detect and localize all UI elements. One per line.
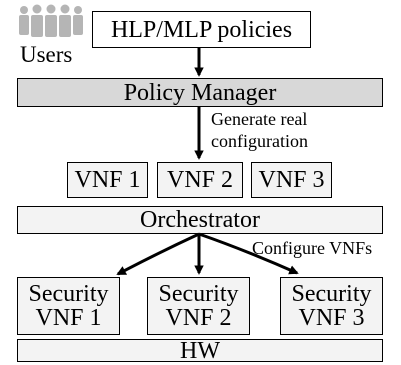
vnf-box-3: VNF 3 [251,162,332,198]
policy-manager-box: Policy Manager [17,78,383,107]
policies-box: HLP/MLP policies [92,11,311,48]
vnf-box-1: VNF 1 [67,162,148,198]
arrow-orchestrator-to-security-1 [116,232,200,276]
security-vnf-3-line2: VNF 3 [298,305,365,331]
security-vnf-box-1: Security VNF 1 [17,277,120,335]
security-vnf-box-2: Security VNF 2 [147,277,250,335]
security-vnf-1-line1: Security [28,281,109,307]
configure-vnfs-note: Configure VNFs [252,238,373,258]
vnf-label-3: VNF 3 [258,167,325,193]
security-vnf-2-line1: Security [158,281,239,307]
orchestrator-box: Orchestrator [17,206,383,234]
vnf-label-1: VNF 1 [74,167,141,193]
security-vnf-3-line1: Security [291,281,372,307]
policy-manager-label: Policy Manager [123,79,277,106]
security-vnf-2-line2: VNF 2 [165,305,232,331]
arrow-orchestrator-to-security-3 [198,232,299,275]
generate-config-line1: Generate real [211,109,308,129]
users-label: Users [20,42,73,67]
policies-label: HLP/MLP policies [110,16,293,43]
hw-box: HW [17,337,383,364]
security-vnf-1-line2: VNF 1 [35,305,102,331]
vnf-label-2: VNF 2 [166,167,233,193]
orchestrator-label: Orchestrator [140,207,260,233]
hw-label: HW [180,337,220,364]
generate-config-note: Generate real configuration [211,108,308,152]
vnf-box-2: VNF 2 [157,162,243,198]
generate-config-line2: configuration [211,131,308,151]
security-vnf-box-3: Security VNF 3 [280,277,383,335]
